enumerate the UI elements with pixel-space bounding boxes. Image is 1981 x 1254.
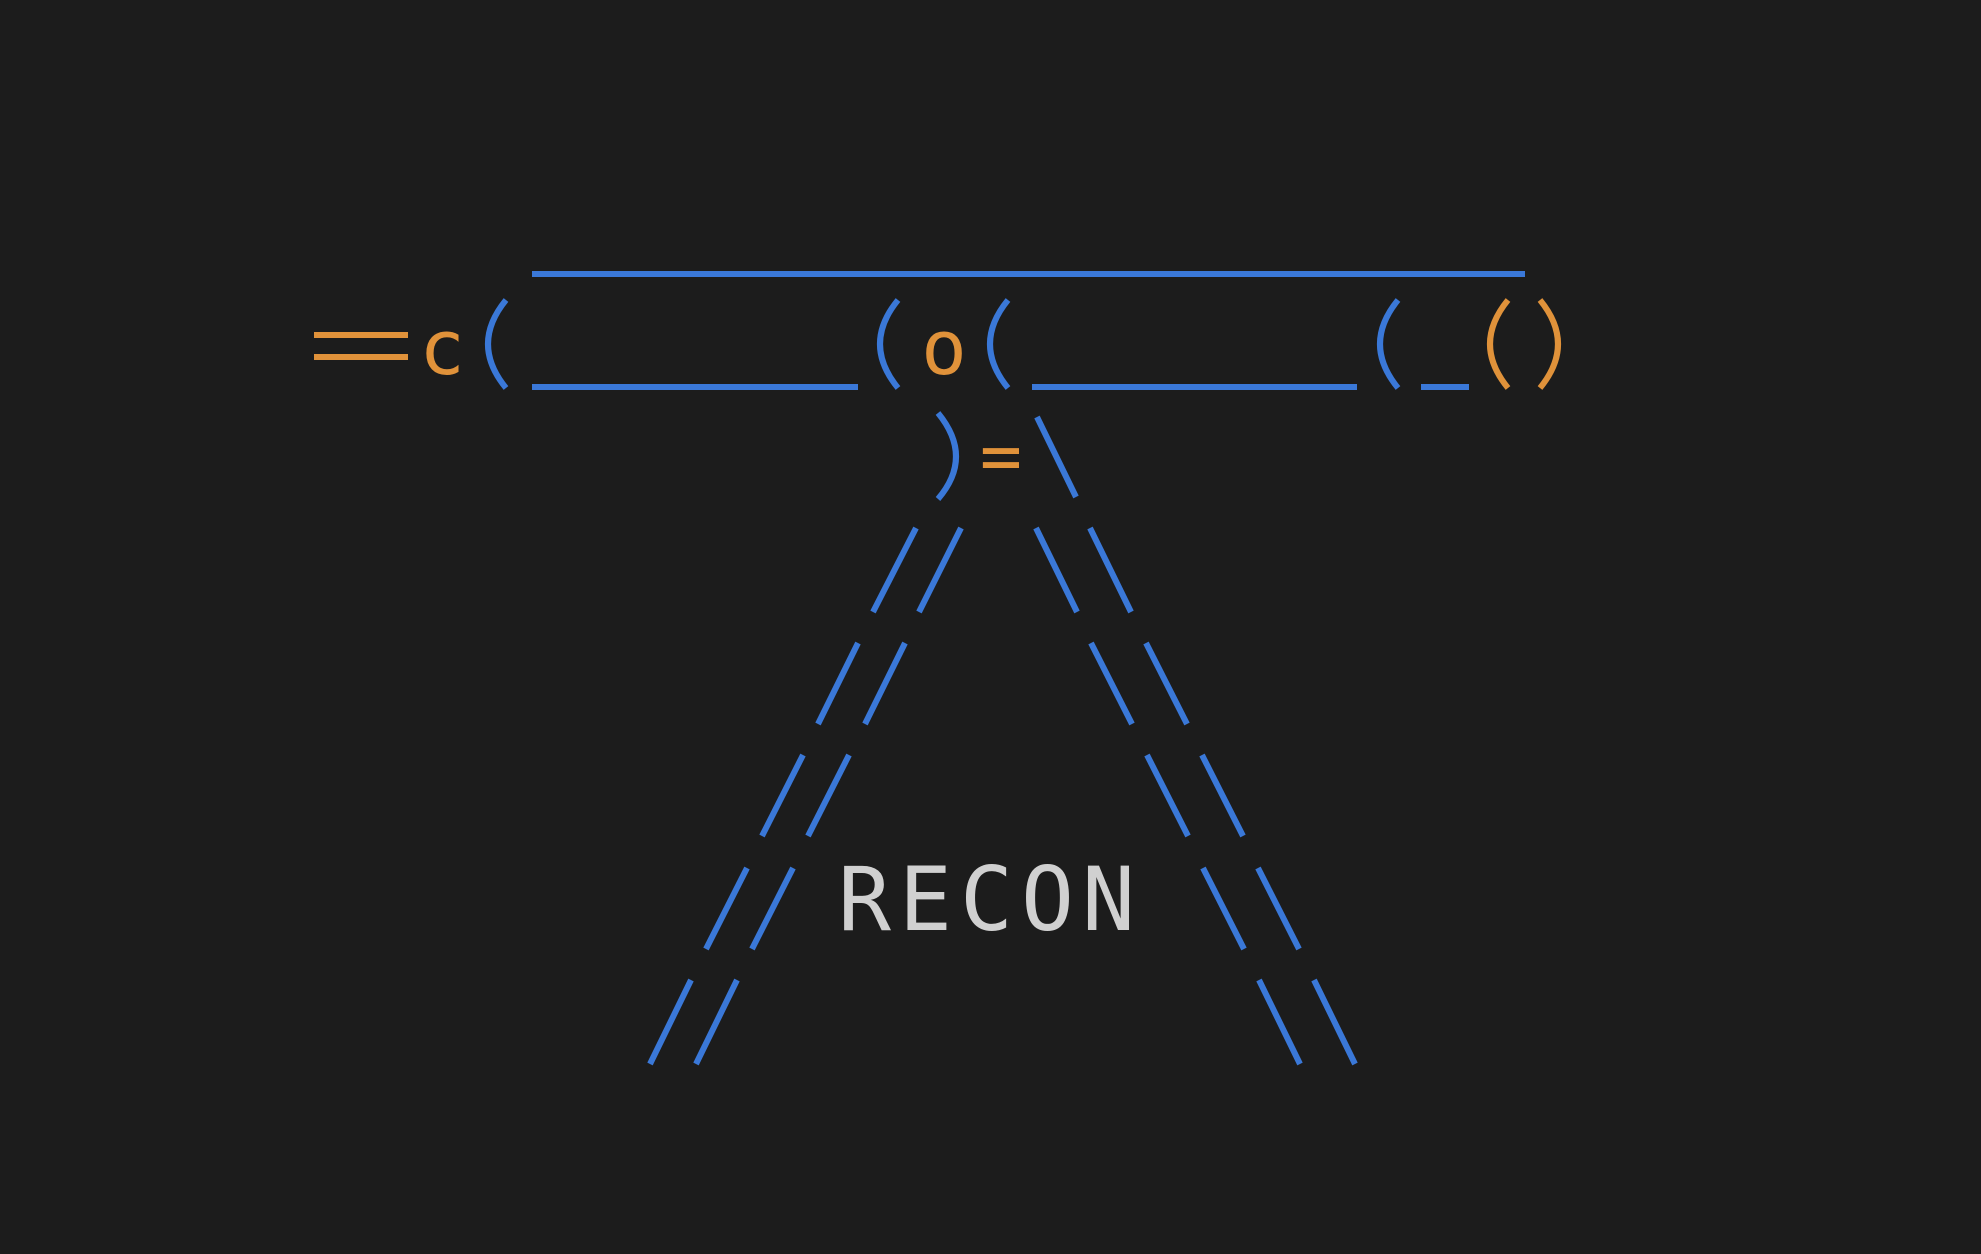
mount-equals-glyph: = [980, 415, 1022, 497]
leg-left-inner-4 [749, 866, 796, 951]
cap-paren-open [1487, 298, 1511, 390]
eyepiece-c-glyph: c [419, 303, 465, 392]
mount-backslash [1034, 415, 1079, 499]
leg-right-outer-1 [1087, 526, 1134, 614]
leg-left-inner-3 [805, 753, 852, 838]
leg-left-outer-1 [870, 526, 919, 614]
cap-paren-close [1537, 298, 1561, 390]
leg-right-inner-3 [1144, 753, 1191, 838]
leg-left-outer-2 [815, 641, 861, 726]
leg-left-outer-5 [647, 978, 694, 1066]
leg-left-outer-3 [759, 753, 806, 838]
focus-o-glyph: o [921, 303, 967, 392]
paren-left-2 [877, 298, 901, 390]
paren-left-1 [485, 298, 509, 390]
leg-right-outer-5 [1311, 978, 1358, 1066]
leg-right-inner-1 [1033, 526, 1080, 614]
recon-label: RECON [838, 848, 1143, 951]
paren-mount [935, 411, 959, 501]
leg-right-outer-4 [1255, 866, 1302, 951]
leg-right-inner-5 [1256, 978, 1303, 1066]
leg-left-outer-4 [703, 866, 750, 951]
leg-left-inner-2 [862, 641, 908, 726]
leg-right-inner-4 [1200, 866, 1247, 951]
paren-left-3 [987, 298, 1011, 390]
leg-right-inner-2 [1088, 641, 1135, 726]
leg-left-inner-5 [693, 978, 740, 1066]
paren-left-4 [1377, 298, 1401, 390]
leg-right-outer-2 [1143, 641, 1190, 726]
leg-right-outer-3 [1199, 753, 1246, 838]
leg-left-inner-1 [916, 526, 964, 614]
